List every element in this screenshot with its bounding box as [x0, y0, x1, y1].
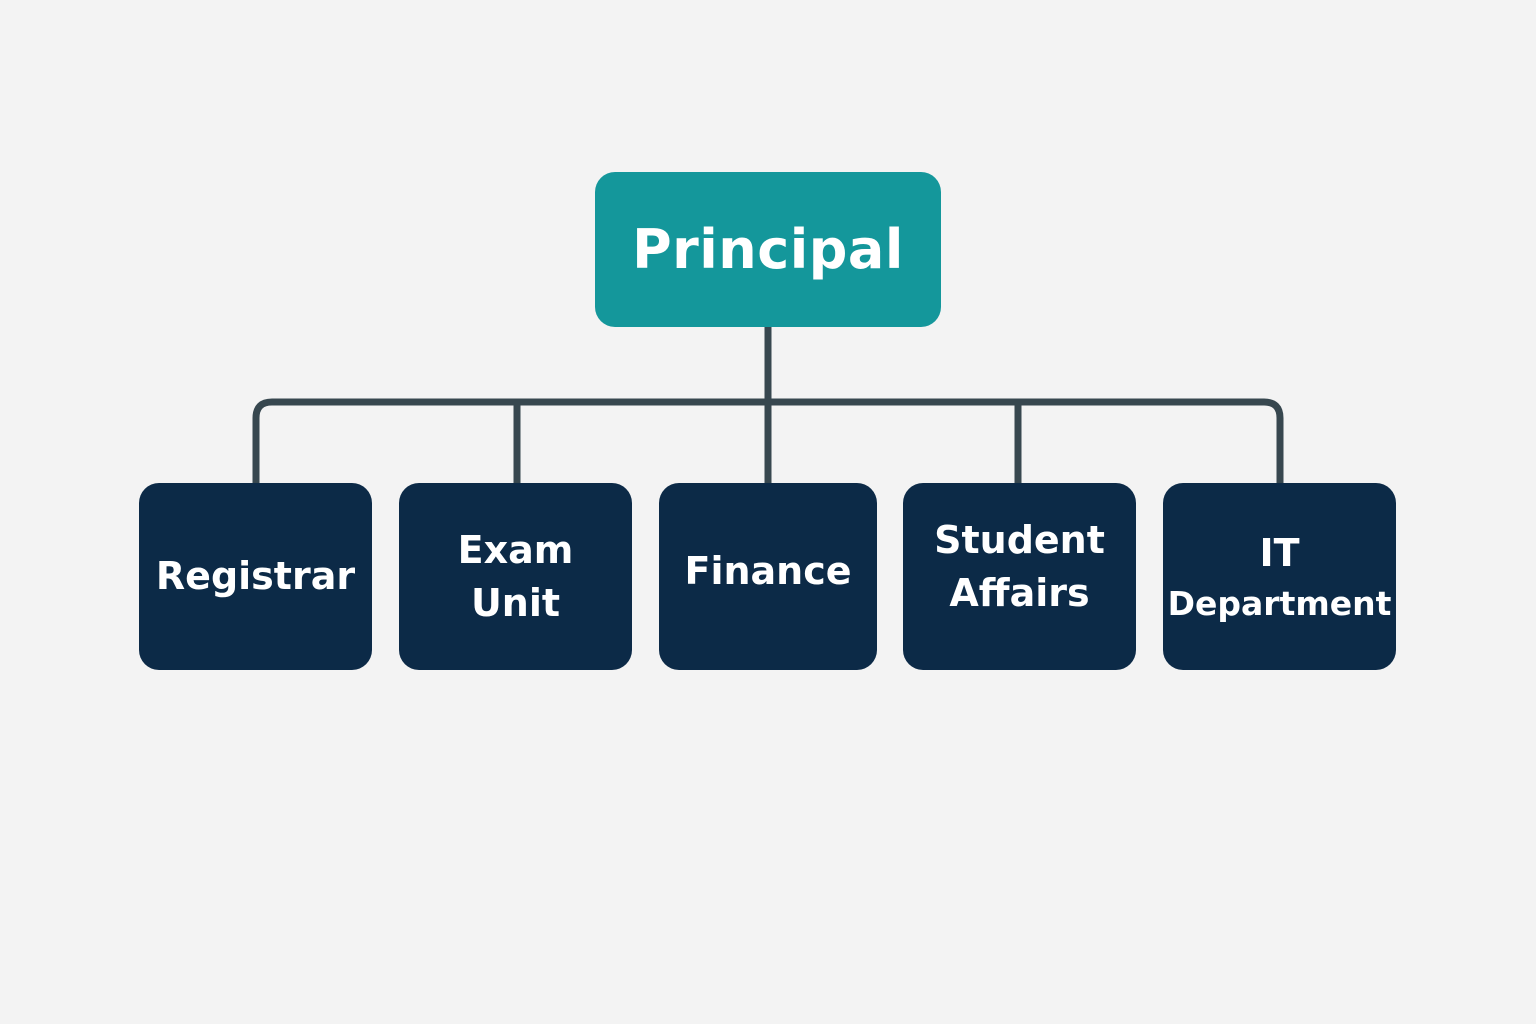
principal-node: Principal [595, 172, 941, 327]
it-department-node: IT Department [1163, 483, 1396, 670]
exam-unit-label-line-1: Exam [457, 528, 574, 573]
finance-label: Finance [684, 549, 852, 594]
exam-unit-label-line-2: Unit [470, 580, 561, 625]
finance-node: Finance [659, 483, 877, 670]
registrar-node: Registrar [139, 483, 372, 670]
principal-label: Principal [632, 218, 904, 281]
student-affairs-label-line-2: Affairs [949, 570, 1090, 615]
student-affairs-node: Student Affairs [903, 483, 1136, 670]
it-department-label-line-2: Department [1167, 583, 1392, 623]
registrar-label: Registrar [155, 554, 356, 599]
it-department-label-line-1: IT [1259, 530, 1300, 575]
exam-unit-node: Exam Unit [399, 483, 632, 670]
student-affairs-label-line-1: Student [934, 518, 1105, 563]
